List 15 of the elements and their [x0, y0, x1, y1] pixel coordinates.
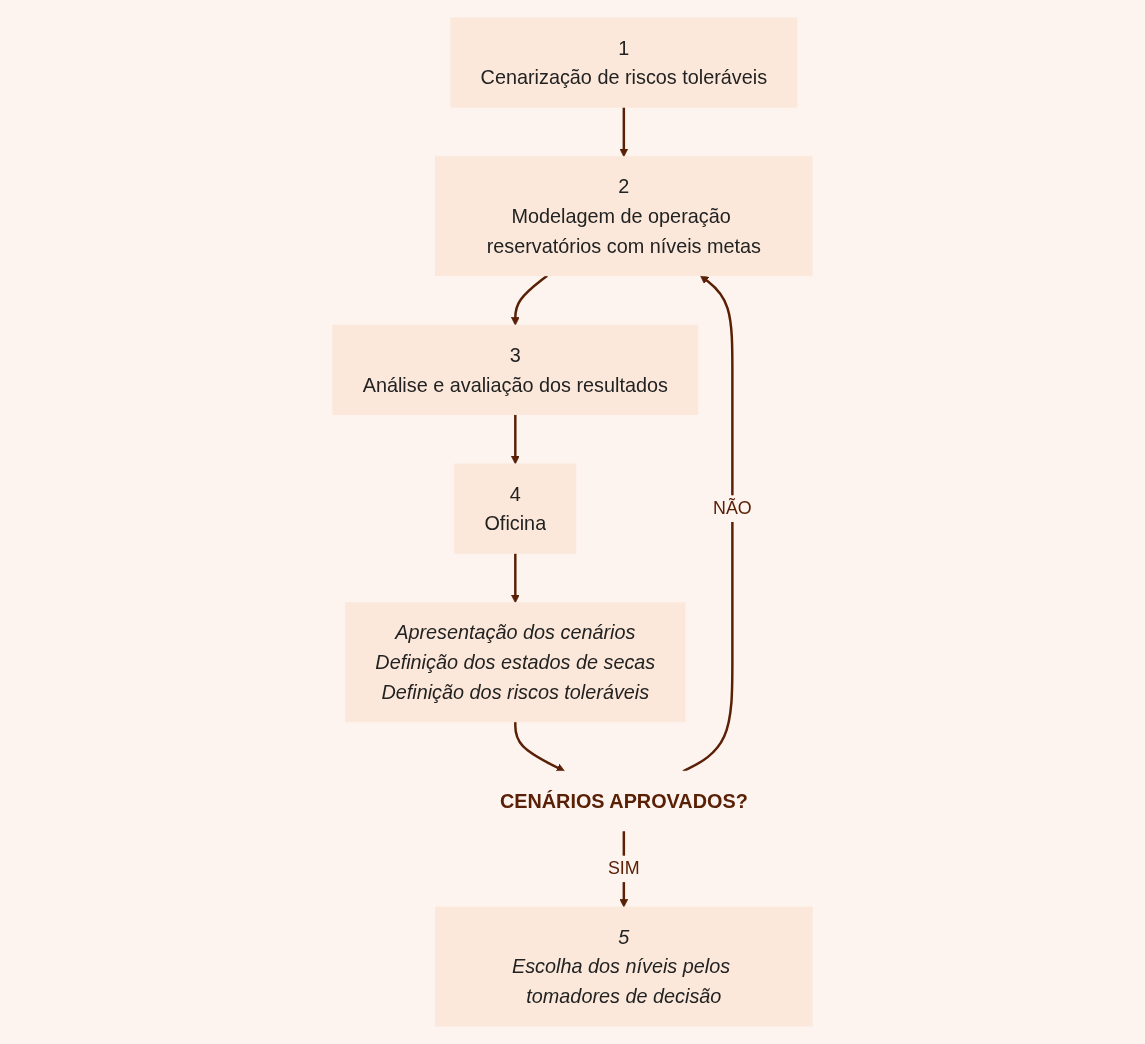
arrow	[510, 553, 520, 604]
node-text: CENÁRIOS APROVADOS?	[499, 790, 748, 812]
node-box: 3 Análise e avaliação dos resultados	[332, 324, 699, 415]
arrow	[510, 274, 548, 326]
node-box: 5 Escolha dos níveis pelos tomadores de decisão	[434, 906, 813, 1027]
arrow	[619, 107, 629, 158]
node-box: 2 Modelagem de operação reservatórios com níveis metas	[434, 156, 813, 277]
edge-label: SIM	[607, 858, 640, 879]
node-box: 4 Oficina	[454, 463, 577, 554]
arrow	[510, 414, 520, 465]
arrow	[682, 275, 734, 773]
edge-label: NÃO	[712, 498, 752, 519]
node-box: Apresentação dos cenários Definição dos estados de secas Definição dos riscos toleráveis	[345, 602, 686, 723]
arrow	[514, 721, 565, 772]
node-box: 1 Cenarização de riscos toleráveis	[450, 17, 798, 108]
